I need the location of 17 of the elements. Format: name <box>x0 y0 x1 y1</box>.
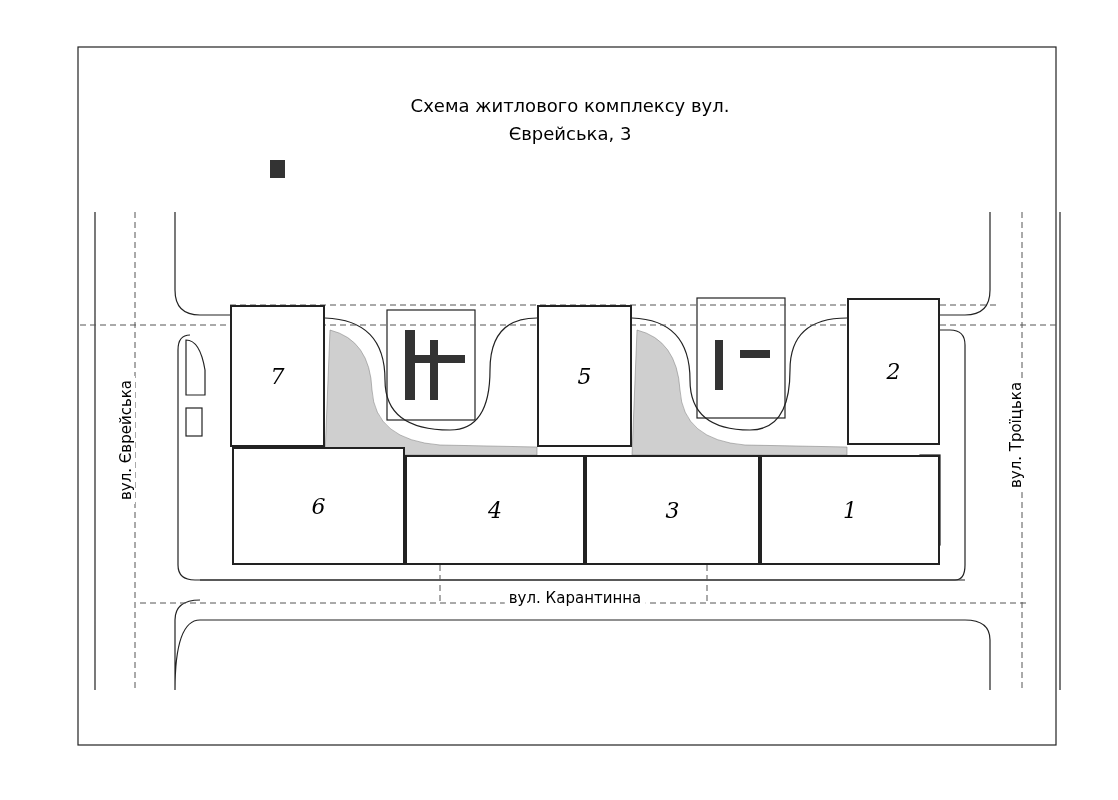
building-number: 7 <box>270 362 285 391</box>
title: Схема житлового комплексу вул. Єврейська, 3 <box>409 94 731 146</box>
building-number: 6 <box>311 492 326 521</box>
building-block <box>760 455 940 565</box>
building-number: 2 <box>886 358 901 386</box>
building-number: 5 <box>577 362 592 391</box>
building-block <box>232 447 405 565</box>
building-block <box>537 305 632 447</box>
building-block <box>405 455 585 565</box>
building-number: 1 <box>843 496 857 525</box>
building-number: 3 <box>665 496 680 525</box>
building-number: 4 <box>488 496 502 525</box>
street-name: вул. Єврейська <box>117 376 135 504</box>
building-block <box>230 305 325 447</box>
street-name: вул. Карантинна <box>504 589 646 607</box>
building-block <box>585 455 760 565</box>
building-block <box>847 298 940 445</box>
